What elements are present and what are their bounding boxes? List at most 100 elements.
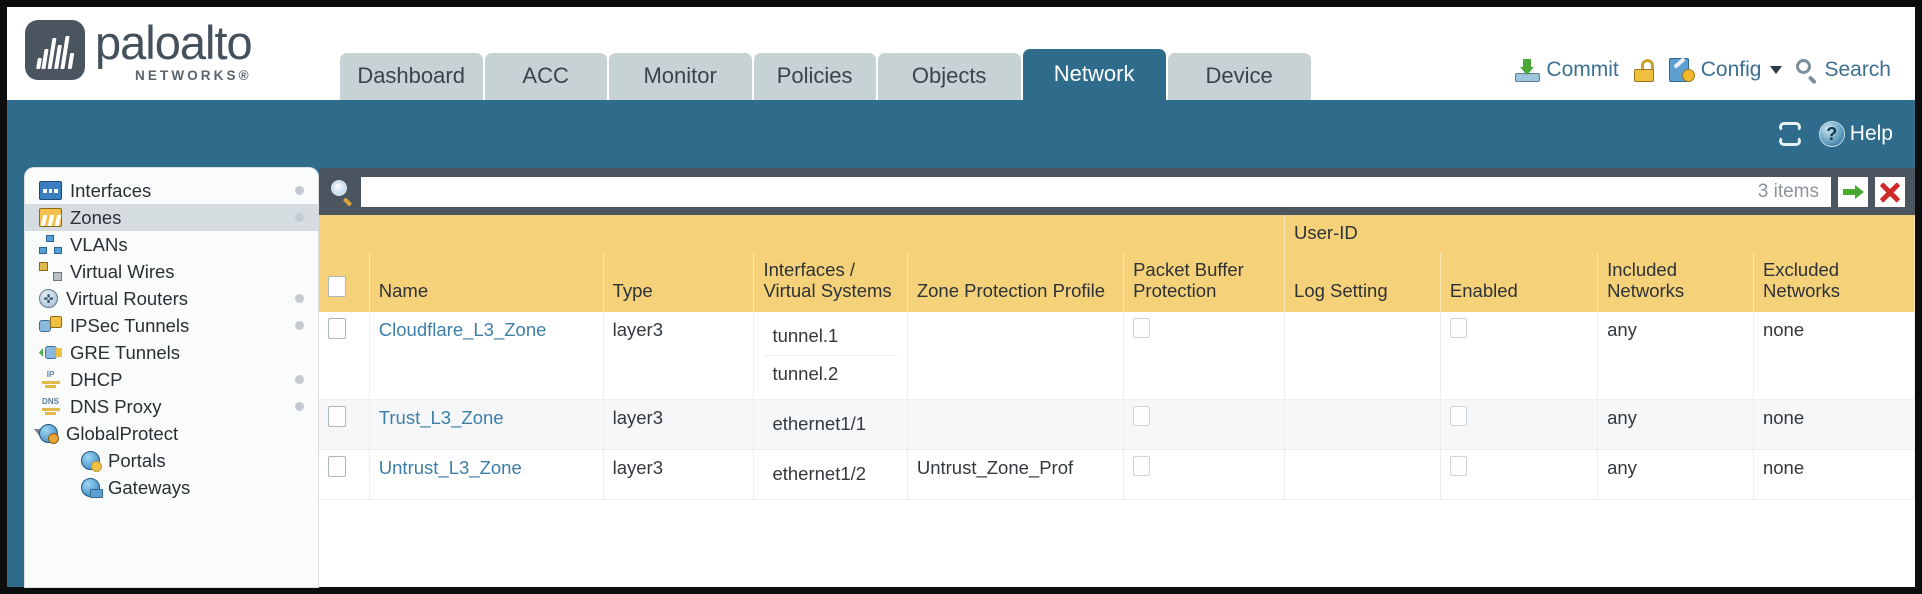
enabled-checkbox[interactable] (1449, 405, 1467, 426)
interface-item: ethernet1/1 (772, 412, 867, 434)
enabled-checkbox[interactable] (1449, 317, 1467, 338)
sidebar-item-label: Zones (70, 206, 122, 228)
column-header-included-networks[interactable]: Included Networks (1597, 253, 1754, 312)
status-dot (295, 294, 304, 303)
gear-icon (1668, 57, 1695, 82)
sidebar-item-dhcp[interactable]: IP DHCP (25, 366, 318, 393)
column-header-packet-buffer-protection[interactable]: Packet Buffer Protection (1123, 253, 1286, 312)
sidebar-item-label: Interfaces (70, 179, 152, 201)
config-menu[interactable]: Config (1668, 57, 1783, 82)
select-all-checkbox[interactable] (328, 276, 346, 298)
sidebar-item-label: GRE Tunnels (70, 341, 181, 363)
search-button[interactable]: Search (1796, 58, 1891, 84)
tab-dashboard[interactable]: Dashboard (339, 52, 483, 100)
interface-item: ethernet1/2 (772, 462, 867, 484)
zones-icon (39, 208, 62, 227)
column-header-type[interactable]: Type (603, 253, 755, 312)
cell-interfaces: ethernet1/1 (753, 399, 908, 450)
virtual-routers-icon: ✜ (39, 289, 58, 308)
brand-text: paloalto NETWORKS® (95, 19, 253, 83)
zone-link[interactable]: Trust_L3_Zone (378, 406, 504, 428)
apply-filter-button[interactable] (1838, 177, 1868, 207)
column-header-zone-protection-profile[interactable]: Zone Protection Profile (907, 253, 1125, 312)
table-row[interactable]: Untrust_L3_Zone layer3 ethernet1/2 Untru… (319, 449, 1915, 500)
cell-log-setting (1284, 449, 1441, 500)
sidebar-item-interfaces[interactable]: Interfaces (25, 177, 318, 204)
cell-type: layer3 (603, 449, 755, 500)
tab-monitor[interactable]: Monitor (608, 52, 752, 100)
portals-icon (81, 451, 102, 472)
row-checkbox[interactable] (328, 317, 346, 339)
status-dot (295, 213, 304, 222)
zone-link[interactable]: Untrust_L3_Zone (378, 456, 522, 478)
tab-device[interactable]: Device (1167, 52, 1311, 100)
header-actions: Commit Config Search (1515, 57, 1915, 100)
interface-list: tunnel.1 tunnel.2 (763, 318, 898, 393)
sidebar-item-virtual-wires[interactable]: Virtual Wires (25, 258, 318, 285)
tab-policies[interactable]: Policies (753, 52, 876, 100)
column-header-name[interactable]: Name (369, 253, 604, 312)
packet-buffer-protection-checkbox[interactable] (1133, 455, 1151, 476)
row-checkbox[interactable] (328, 405, 346, 427)
tab-network[interactable]: Network (1022, 48, 1166, 100)
help-button[interactable]: ? Help (1818, 121, 1893, 147)
interface-item: tunnel.2 (772, 362, 839, 384)
enabled-checkbox[interactable] (1449, 455, 1467, 476)
refresh-icon[interactable] (1777, 122, 1805, 146)
clear-filter-button[interactable] (1875, 177, 1905, 207)
red-x-icon (1879, 181, 1901, 203)
sidebar-item-label: VLANs (70, 233, 128, 255)
column-header-interfaces[interactable]: Interfaces / Virtual Systems (753, 253, 908, 312)
question-mark-icon: ? (1818, 121, 1845, 147)
tab-objects[interactable]: Objects (877, 52, 1021, 100)
search-input[interactable]: 3 items (361, 177, 1831, 207)
sidebar-item-label: Gateways (108, 476, 191, 498)
sidebar-item-label: Virtual Wires (70, 260, 175, 282)
sidebar-item-ipsec-tunnels[interactable]: IPSec Tunnels (25, 312, 318, 339)
cell-packet-buffer-protection (1123, 399, 1286, 450)
cell-included-networks: any (1597, 399, 1754, 450)
sidebar: Interfaces Zones VLANs Virtual Wires ✜ V… (25, 168, 318, 587)
config-lock-button[interactable] (1633, 58, 1655, 82)
help-label: Help (1849, 122, 1893, 145)
sidebar-item-label: DHCP (70, 368, 123, 390)
commit-button[interactable]: Commit (1515, 58, 1619, 82)
cell-packet-buffer-protection (1123, 311, 1286, 400)
green-arrow-icon (1842, 182, 1864, 203)
column-header-enabled[interactable]: Enabled (1440, 253, 1599, 312)
status-dot (295, 402, 304, 411)
cell-type: layer3 (603, 311, 755, 400)
packet-buffer-protection-checkbox[interactable] (1133, 405, 1151, 426)
cell-excluded-networks: none (1753, 399, 1915, 450)
packet-buffer-protection-checkbox[interactable] (1133, 317, 1151, 338)
main-nav-tabs: Dashboard ACC Monitor Policies Objects N… (339, 7, 1311, 100)
cell-packet-buffer-protection (1123, 449, 1286, 500)
sidebar-item-dns-proxy[interactable]: DNS DNS Proxy (25, 393, 318, 420)
interface-list: ethernet1/1 (763, 406, 897, 443)
commit-label: Commit (1546, 58, 1619, 81)
ipsec-tunnels-icon (39, 316, 62, 335)
row-select-cell (319, 311, 370, 400)
sidebar-item-label: Virtual Routers (66, 287, 189, 309)
tab-acc[interactable]: ACC (484, 52, 607, 100)
sidebar-item-gateways[interactable]: Gateways (25, 474, 318, 501)
sidebar-item-vlans[interactable]: VLANs (25, 231, 318, 258)
gre-tunnels-icon (39, 343, 62, 362)
sidebar-item-zones[interactable]: Zones (25, 204, 318, 231)
column-header-log-setting[interactable]: Log Setting (1284, 253, 1441, 312)
zone-link[interactable]: Cloudflare_L3_Zone (378, 318, 547, 340)
sidebar-item-gre-tunnels[interactable]: GRE Tunnels (25, 339, 318, 366)
sidebar-item-virtual-routers[interactable]: ✜ Virtual Routers (25, 285, 318, 312)
zones-table: User-ID Name Type Interfaces / Virtual S… (319, 215, 1915, 500)
column-header-excluded-networks[interactable]: Excluded Networks (1753, 253, 1915, 312)
table-row[interactable]: Trust_L3_Zone layer3 ethernet1/1 (319, 399, 1915, 450)
table-row[interactable]: Cloudflare_L3_Zone layer3 tunnel.1 tunne… (319, 311, 1915, 400)
row-checkbox[interactable] (328, 455, 346, 477)
cell-enabled (1440, 311, 1599, 400)
sidebar-item-globalprotect[interactable]: GlobalProtect (25, 420, 318, 447)
search-icon (1796, 59, 1818, 84)
cell-included-networks: any (1597, 449, 1754, 500)
search-icon[interactable] (329, 179, 354, 207)
table-header-row: Name Type Interfaces / Virtual Systems Z… (319, 253, 1915, 312)
sidebar-item-portals[interactable]: Portals (25, 447, 318, 474)
